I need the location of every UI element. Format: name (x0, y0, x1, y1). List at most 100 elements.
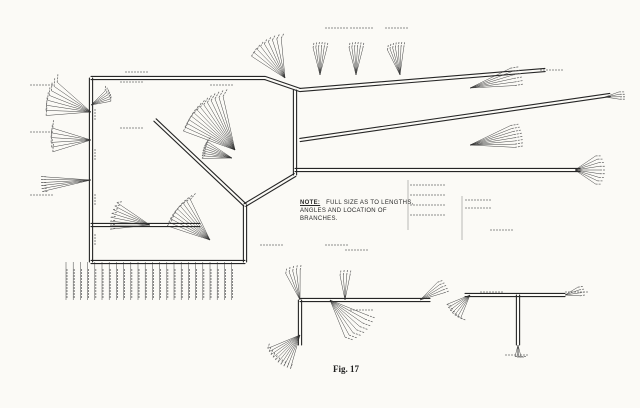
label-scribble (400, 42, 403, 48)
label-scribble (288, 267, 291, 273)
label-scribble (205, 139, 210, 144)
label-scribble (51, 139, 53, 148)
label-scribble (110, 227, 116, 230)
label-scribble (513, 73, 521, 76)
label-scribble (50, 134, 53, 143)
label-scribble (439, 282, 445, 285)
label-scribble (395, 42, 397, 48)
label-scribble (263, 39, 268, 44)
callout-leaders (407, 180, 463, 240)
trunk-segment (88, 77, 94, 263)
wire-fan (604, 91, 621, 100)
wire-fan (51, 127, 92, 153)
wire-fan (40, 176, 92, 192)
label-scribble (443, 290, 449, 294)
label-scribble (270, 349, 274, 355)
label-scribble (210, 93, 216, 101)
label-scribble (189, 193, 196, 200)
label-scribble (448, 307, 454, 310)
label-scribble (272, 352, 276, 358)
label-scribble (359, 42, 362, 48)
wire-fan (201, 141, 233, 159)
trunk-segment (242, 204, 248, 263)
trunk-segment (464, 292, 566, 298)
wire-fan (109, 202, 151, 230)
label-scribble (366, 314, 375, 319)
label-scribble (326, 42, 329, 48)
note-block: NOTE: FULL SIZE AS TO LENGTHS, ANGLES AN… (300, 199, 420, 229)
label-scribble (514, 83, 523, 86)
label-scribble (437, 280, 443, 283)
trunk-segment (263, 75, 302, 93)
wire-fan (387, 47, 404, 76)
label-scribble (202, 146, 207, 151)
trunk-segment (292, 89, 298, 176)
trunk-segment (90, 75, 266, 81)
wire-fan (312, 47, 328, 76)
label-scribble (460, 317, 466, 321)
label-scribble (113, 208, 119, 210)
label-scribble (286, 362, 290, 368)
label-scribble (579, 288, 585, 291)
wire-fan (46, 82, 92, 116)
illegible-lettering (30, 27, 625, 369)
label-scribble (514, 80, 523, 83)
label-scribble (510, 123, 519, 126)
label-scribble (275, 355, 278, 361)
label-scribble (513, 76, 522, 79)
label-scribble (204, 141, 209, 147)
label-scribble (52, 143, 54, 152)
label-scribble (46, 97, 48, 106)
wire-fan (469, 125, 515, 148)
label-scribble (186, 116, 192, 124)
label-scribble (362, 42, 365, 48)
wire-fan (251, 38, 286, 79)
label-scribble (188, 112, 194, 120)
label-scribble (260, 41, 264, 47)
wire-fan (339, 275, 351, 301)
label-scribble (268, 346, 272, 352)
label-scribble (359, 326, 368, 330)
trunk-segment (299, 297, 431, 303)
label-scribble (56, 74, 59, 83)
label-scribble (51, 82, 53, 91)
wire-fan (514, 344, 522, 357)
label-scribble (52, 120, 54, 129)
label-scribble (512, 129, 521, 132)
label-scribble (285, 268, 287, 274)
label-scribble (47, 92, 49, 101)
note-heading: NOTE: (300, 200, 321, 206)
label-scribble (207, 95, 212, 103)
label-scribble (283, 361, 287, 367)
label-scribble (108, 91, 111, 97)
label-scribble (349, 334, 357, 339)
label-scribble (354, 42, 356, 48)
wire-fan (564, 287, 580, 297)
label-scribble (111, 212, 117, 214)
label-scribble (339, 270, 342, 276)
label-scribble (348, 42, 351, 48)
label-scribble (403, 42, 405, 48)
label-scribble (352, 332, 361, 336)
wire-fan (285, 269, 301, 301)
label-scribble (206, 137, 211, 142)
trunk-segment (294, 167, 581, 173)
label-scribble (183, 123, 188, 132)
label-scribble (106, 87, 108, 93)
label-scribble (193, 105, 199, 114)
label-scribble (397, 42, 400, 48)
label-scribble (441, 285, 447, 288)
label-scribble (53, 78, 56, 87)
label-scribble (166, 219, 173, 227)
wire-fan (574, 155, 600, 185)
label-scribble (296, 265, 298, 271)
label-scribble (170, 212, 176, 219)
label-scribble (342, 270, 345, 276)
label-scribble (351, 42, 354, 48)
label-scribble (392, 43, 394, 49)
label-scribble (442, 287, 448, 291)
label-scribble (514, 139, 523, 142)
label-scribble (251, 51, 255, 57)
label-scribble (183, 197, 189, 204)
